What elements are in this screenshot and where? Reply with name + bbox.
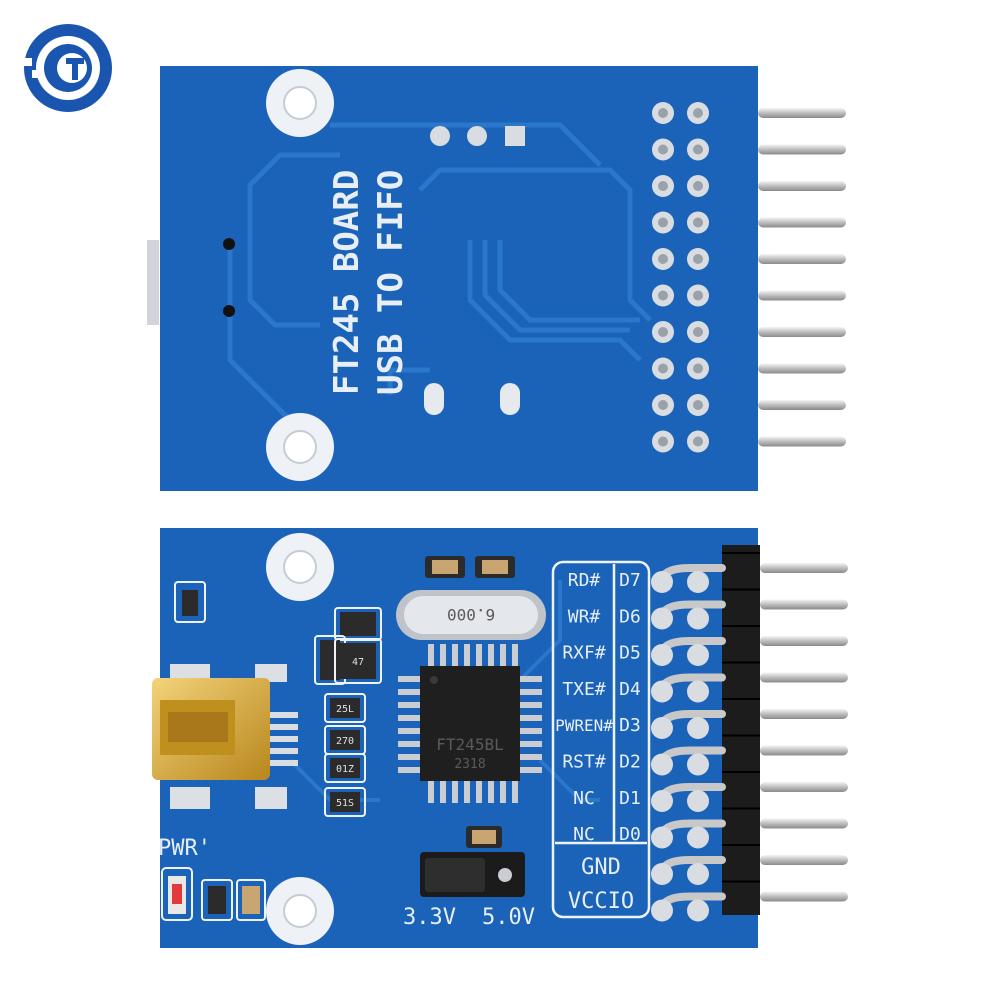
pin-label-right: D3 <box>619 715 641 736</box>
pin-label-left: TXE# <box>562 679 606 700</box>
smd-resistor <box>330 730 360 750</box>
svg-text:47: 47 <box>352 657 364 668</box>
power-led <box>161 867 193 921</box>
pin-label-left: PWREN# <box>555 716 613 735</box>
header-pad <box>687 680 709 703</box>
pin-label-right: D5 <box>619 643 641 664</box>
header-pad <box>687 753 709 776</box>
pin-label-left: NC <box>573 788 595 809</box>
header-pad <box>651 899 673 922</box>
header-pin <box>758 436 846 447</box>
vccio-label: VCCIO <box>568 889 634 914</box>
pin-label-right: D6 <box>619 606 641 627</box>
svg-text:25L: 25L <box>336 704 354 715</box>
crystal-oscillator: 6.000 <box>396 590 546 640</box>
header-pin <box>760 891 848 902</box>
header-pad <box>687 717 709 739</box>
pin-label-right: D7 <box>619 570 641 591</box>
smd-resistor <box>340 643 376 679</box>
voltage-jumper <box>420 852 525 897</box>
chip-date-code: 2318 <box>454 757 485 772</box>
gnd-label: GND <box>581 855 621 880</box>
header-pad <box>651 644 673 666</box>
smd-resistor <box>330 792 360 812</box>
smd-resistor <box>330 758 360 778</box>
header-pin <box>760 782 848 792</box>
chip-marking: FT245BL <box>436 735 503 754</box>
header-pad <box>651 680 673 703</box>
svg-text:51S: 51S <box>336 798 354 809</box>
svg-text:01Z: 01Z <box>336 764 354 775</box>
pin-label-left: RXF# <box>562 643 606 664</box>
back-title-line2: USB TO FIFO <box>371 170 411 395</box>
header-pin <box>760 709 848 719</box>
header-pin <box>758 144 846 155</box>
header-pin <box>760 745 848 756</box>
pin-label-left: RST# <box>562 752 606 773</box>
header-pad <box>687 790 709 812</box>
header-pad <box>651 607 673 630</box>
svg-text:270: 270 <box>336 736 354 747</box>
header-pad <box>651 826 673 849</box>
header-pin <box>760 855 848 865</box>
pwr-label: PWR' <box>158 836 211 861</box>
jumper-label-5v0: 5.0V <box>482 905 535 930</box>
pin-label-left: WR# <box>568 606 601 627</box>
crystal-marking: 6.000 <box>447 605 495 624</box>
smd-resistor <box>340 612 376 636</box>
header-pad <box>687 644 709 666</box>
header-pin <box>760 563 848 573</box>
back-board: FT245 BOARD USB TO FIFO <box>147 66 846 491</box>
header-pin <box>760 818 848 829</box>
header-pin <box>758 217 846 228</box>
header-pad <box>651 863 673 885</box>
smd-resistor <box>330 698 360 718</box>
header-pad <box>687 863 709 885</box>
back-title-line1: FT245 BOARD <box>327 170 367 395</box>
header-pin <box>758 108 846 118</box>
header-pad <box>651 571 673 593</box>
pin-label-left: NC <box>573 824 595 845</box>
header-pad <box>687 607 709 630</box>
pin-label-right: D4 <box>619 679 641 700</box>
pin-label-right: D0 <box>619 824 641 845</box>
header-pin <box>760 636 848 646</box>
header-pin <box>758 327 846 337</box>
header-pin <box>760 672 848 683</box>
header-pad <box>687 571 709 593</box>
header-pin <box>760 599 848 610</box>
header-pin <box>758 181 846 191</box>
header-pad <box>651 753 673 776</box>
header-pad <box>651 717 673 739</box>
header-pad <box>687 826 709 849</box>
pin-label-right: D2 <box>619 752 641 773</box>
ft245bl-chip: FT245BL 2318 <box>398 644 542 803</box>
pin-label-left: RD# <box>568 570 601 591</box>
header-pin <box>758 290 846 301</box>
header-pin <box>758 363 846 374</box>
jumper-label-3v3: 3.3V <box>403 905 456 930</box>
mini-usb-connector <box>152 664 298 809</box>
pin-header-housing <box>722 545 760 915</box>
header-pin <box>758 254 846 264</box>
header-pad <box>651 790 673 812</box>
brand-logo <box>24 24 112 112</box>
pin-label-right: D1 <box>619 788 641 809</box>
header-pad <box>687 899 709 922</box>
header-pin <box>758 400 846 410</box>
smd-resistor <box>320 640 340 680</box>
